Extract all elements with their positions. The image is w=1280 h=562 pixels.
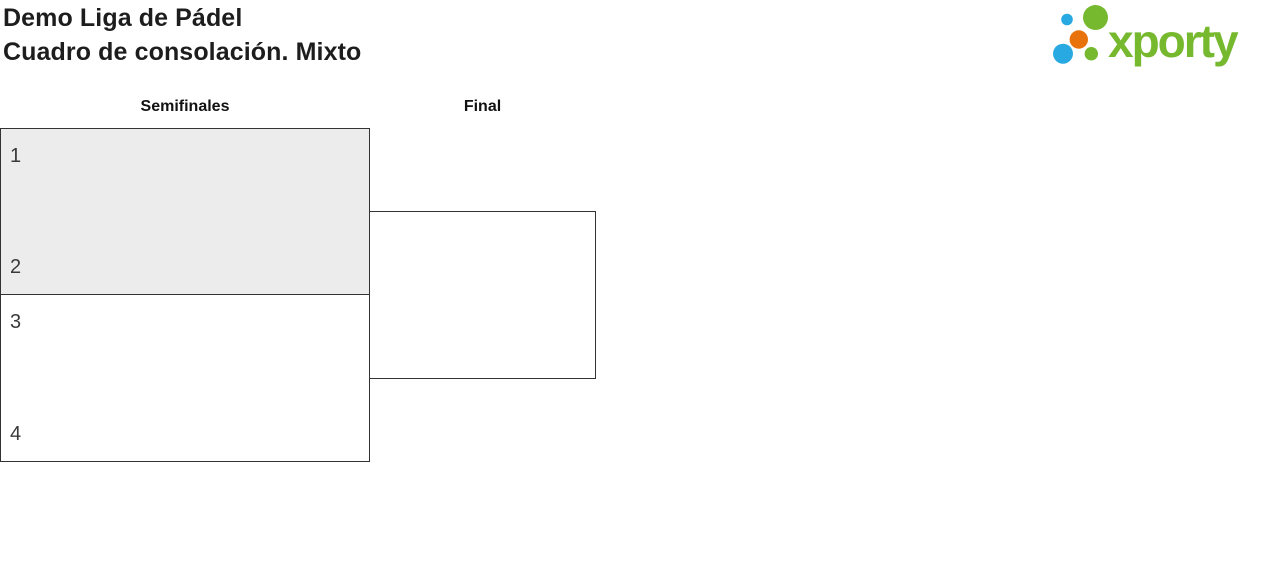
round-label-final: Final	[463, 98, 502, 115]
semifinal-match-1[interactable]: 1 2	[0, 128, 370, 295]
final-match[interactable]	[369, 211, 596, 379]
logo-dot-blue-small	[1061, 13, 1073, 26]
seed-slot-2: 2	[10, 256, 22, 278]
logo-dot-blue-large	[1053, 43, 1073, 64]
round-label-semifinals: Semifinales	[140, 98, 230, 115]
bracket-subtitle: Cuadro de consolación. Mixto	[3, 38, 362, 66]
semifinals-column: 1 2 3 4	[0, 128, 370, 462]
semifinal-match-2[interactable]: 3 4	[0, 295, 370, 462]
page-header: Demo Liga de Pádel Cuadro de consolación…	[3, 1, 361, 69]
seed-slot-1: 1	[10, 145, 22, 167]
xporty-logo-graphic: xporty	[1053, 5, 1241, 67]
xporty-logo: xporty	[1050, 2, 1275, 70]
tournament-title: Demo Liga de Pádel	[3, 4, 243, 32]
logo-wordmark: xporty	[1108, 15, 1239, 67]
logo-dot-green-large	[1083, 5, 1108, 30]
seed-slot-4: 4	[10, 423, 22, 445]
logo-dot-orange	[1069, 30, 1088, 49]
seed-slot-3: 3	[10, 311, 22, 333]
logo-dot-green-small	[1084, 47, 1098, 61]
